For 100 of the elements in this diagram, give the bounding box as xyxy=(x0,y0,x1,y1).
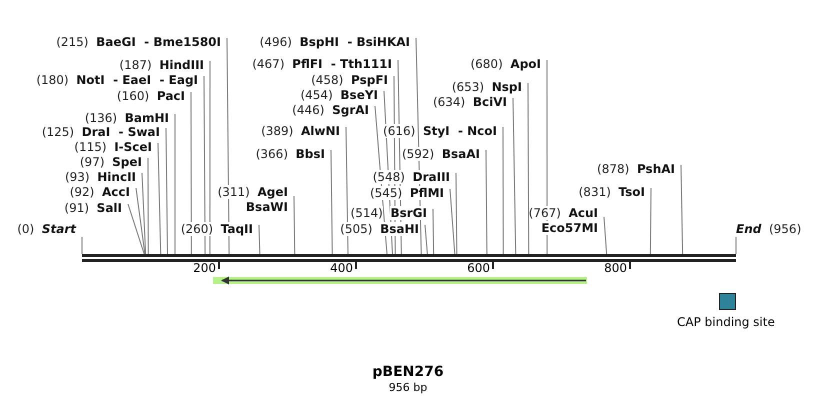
enzyme-name: DraIII xyxy=(412,170,450,184)
leader-line xyxy=(424,224,428,254)
enzyme-name: SgrAI xyxy=(332,102,369,116)
site-position: (97) xyxy=(80,154,105,168)
enzyme-name: BbsI xyxy=(296,146,325,160)
leader-line xyxy=(346,126,348,254)
site-position: (0) xyxy=(17,222,34,236)
enzyme-name: BsaWI xyxy=(246,200,288,214)
enzyme-name: AccI xyxy=(102,184,130,198)
site-position: (125) xyxy=(42,124,74,138)
enzyme-name: AlwNI xyxy=(301,124,340,138)
site-position: (767) xyxy=(528,206,561,220)
leader-line xyxy=(502,126,504,254)
leader-line xyxy=(148,158,149,254)
enzyme-name: SpeI xyxy=(112,154,142,168)
enzyme-name: BciVI xyxy=(472,94,507,108)
legend-label: CAP binding site xyxy=(677,315,775,329)
leader-line xyxy=(650,188,652,254)
leader-line xyxy=(204,76,206,254)
site-position: (878) xyxy=(597,162,630,176)
enzyme-name: HincII xyxy=(97,170,136,184)
site-position: (831) xyxy=(578,184,611,198)
site-position: (215) xyxy=(56,34,88,48)
site-position: (634) xyxy=(432,94,466,108)
leader-line xyxy=(680,164,684,254)
enzyme-name: DraI - SwaI xyxy=(82,124,160,138)
enzyme-name: BaeGI - Bme1580I xyxy=(96,34,221,48)
site-position: (514) xyxy=(350,206,383,220)
leader-line xyxy=(512,98,516,254)
site-position: (91) xyxy=(64,200,90,214)
site-position: (446) xyxy=(292,102,324,116)
enzyme-name: AcuI xyxy=(568,206,598,220)
site-position: (160) xyxy=(116,88,150,102)
enzyme-name: PacI xyxy=(156,88,185,102)
enzyme-name: ApoI xyxy=(510,56,541,70)
leader-line xyxy=(604,216,608,254)
leader-line xyxy=(142,172,146,254)
leader-line xyxy=(190,92,192,254)
enzyme-name: Eco57MI xyxy=(541,221,598,235)
site-position: (616) xyxy=(383,124,416,138)
leader-line xyxy=(294,196,296,254)
scale-label: 600 xyxy=(467,261,490,275)
enzyme-name: BsaAI xyxy=(442,146,480,160)
leader-line xyxy=(528,82,530,254)
enzyme-name: AgeI xyxy=(258,185,288,199)
enzyme-name: PflMI xyxy=(410,186,444,200)
enzyme-name: StyI - NcoI xyxy=(422,124,497,138)
enzyme-name: TsoI xyxy=(618,184,645,198)
enzyme-name: SalI xyxy=(96,200,122,214)
leader-line xyxy=(174,114,176,254)
leader-line xyxy=(450,188,456,254)
enzyme-name: HindIII xyxy=(159,58,204,72)
site-position: (454) xyxy=(300,88,333,102)
enzyme-name: BamHI xyxy=(124,110,169,124)
site-position: (136) xyxy=(84,110,118,124)
leader-line xyxy=(456,172,458,254)
scale-label: 800 xyxy=(604,261,627,275)
site-position: (592) xyxy=(402,146,434,160)
enzyme-name: TaqII xyxy=(220,222,253,236)
leader-line xyxy=(546,60,548,254)
site-position: (366) xyxy=(256,146,288,160)
map-length: 956 bp xyxy=(388,381,428,394)
enzyme-name: NspI xyxy=(492,80,522,94)
leader-line xyxy=(209,60,210,254)
site-position: (187) xyxy=(119,58,152,72)
site-position: (115) xyxy=(74,140,107,154)
map-title: pBEN276 xyxy=(372,364,444,380)
enzyme-name: BseYI xyxy=(340,88,378,102)
enzyme-name: BsaHI xyxy=(380,222,419,236)
site-position: (505) xyxy=(340,222,372,236)
leader-line xyxy=(136,188,146,254)
enzyme-name: NotI - EaeI - EagI xyxy=(76,72,198,86)
site-position: (680) xyxy=(470,56,503,70)
site-position: (92) xyxy=(70,184,94,198)
leader-line xyxy=(226,38,230,254)
map-end-label: End xyxy=(736,222,762,236)
site-position: (496) xyxy=(260,34,292,48)
site-position: (180) xyxy=(36,72,69,86)
site-position: (956) xyxy=(768,222,802,236)
site-position: (260) xyxy=(180,222,214,236)
leader-line xyxy=(330,150,333,254)
enzyme-name: I-SceI xyxy=(114,140,152,154)
leader-line xyxy=(128,204,145,254)
enzyme-name: BspHI - BsiHKAI xyxy=(300,34,410,48)
site-position: (653) xyxy=(452,80,484,94)
site-position: (467) xyxy=(252,56,285,70)
map-end-label: Start xyxy=(42,222,76,236)
enzyme-name: PflFI - Tth111I xyxy=(292,56,392,70)
site-position: (458) xyxy=(311,72,344,86)
enzyme-name: BsrGI xyxy=(390,206,427,220)
site-position: (545) xyxy=(370,186,402,200)
site-position: (93) xyxy=(64,170,90,184)
site-position: (311) xyxy=(218,185,250,199)
enzyme-name: PspFI xyxy=(351,72,388,86)
site-position: (389) xyxy=(261,124,294,138)
enzyme-name: PshAI xyxy=(636,162,675,176)
leader-line xyxy=(166,128,168,254)
scale-label: 400 xyxy=(330,261,353,275)
leader-line xyxy=(432,208,434,254)
scale-label: 200 xyxy=(193,261,216,275)
